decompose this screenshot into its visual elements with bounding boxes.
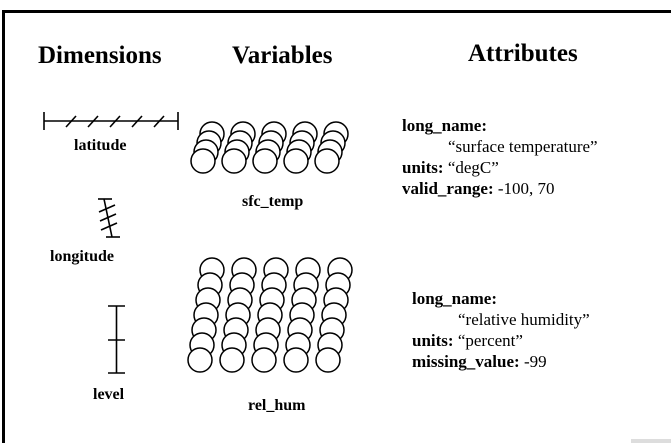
page-corner xyxy=(631,439,671,443)
attr-key: missing_value: xyxy=(412,352,520,371)
attr-value: “surface temperature” xyxy=(448,137,598,156)
header-variables: Variables xyxy=(232,42,333,69)
rel-hum-attributes: long_name: “relative humidity” units: “p… xyxy=(412,288,590,372)
attr-value: -100, 70 xyxy=(493,179,555,198)
attr-value: “percent” xyxy=(453,331,523,350)
longitude-axis-icon xyxy=(98,198,120,238)
grid-circle-icon xyxy=(219,347,245,373)
grid-circle-icon xyxy=(190,148,216,174)
header-dimensions: Dimensions xyxy=(38,42,162,69)
grid-circle-icon xyxy=(252,148,278,174)
attr-value: -99 xyxy=(519,352,547,371)
attr-key: long_name: xyxy=(412,289,497,308)
attr-value: “relative humidity” xyxy=(458,310,590,329)
grid-circle-icon xyxy=(283,347,309,373)
sfc-temp-attributes: long_name: “surface temperature” units: … xyxy=(402,115,598,199)
dimension-longitude-label: longitude xyxy=(50,248,115,265)
header-attributes: Attributes xyxy=(468,40,578,67)
variable-rel-hum-label: rel_hum xyxy=(248,397,306,414)
attr-key: units: xyxy=(412,331,454,350)
sfc-temp-grid-icon xyxy=(190,121,349,174)
diagram-frame xyxy=(2,10,671,443)
attr-key: valid_range: xyxy=(402,179,494,198)
dimension-level-label: level xyxy=(93,386,125,403)
grid-circle-icon xyxy=(187,347,213,373)
latitude-axis-icon xyxy=(43,112,179,130)
grid-circle-icon xyxy=(314,148,340,174)
grid-circle-icon xyxy=(221,148,247,174)
variable-sfc-temp-label: sfc_temp xyxy=(242,193,304,210)
grid-circle-icon xyxy=(283,148,309,174)
attr-key: units: xyxy=(402,158,444,177)
level-axis-icon xyxy=(108,305,125,374)
grid-circle-icon xyxy=(315,347,341,373)
grid-circle-icon xyxy=(251,347,277,373)
attr-key: long_name: xyxy=(402,116,487,135)
rel-hum-grid-icon xyxy=(187,257,353,373)
attr-value: “degC” xyxy=(443,158,499,177)
dimension-latitude-label: latitude xyxy=(74,137,127,154)
